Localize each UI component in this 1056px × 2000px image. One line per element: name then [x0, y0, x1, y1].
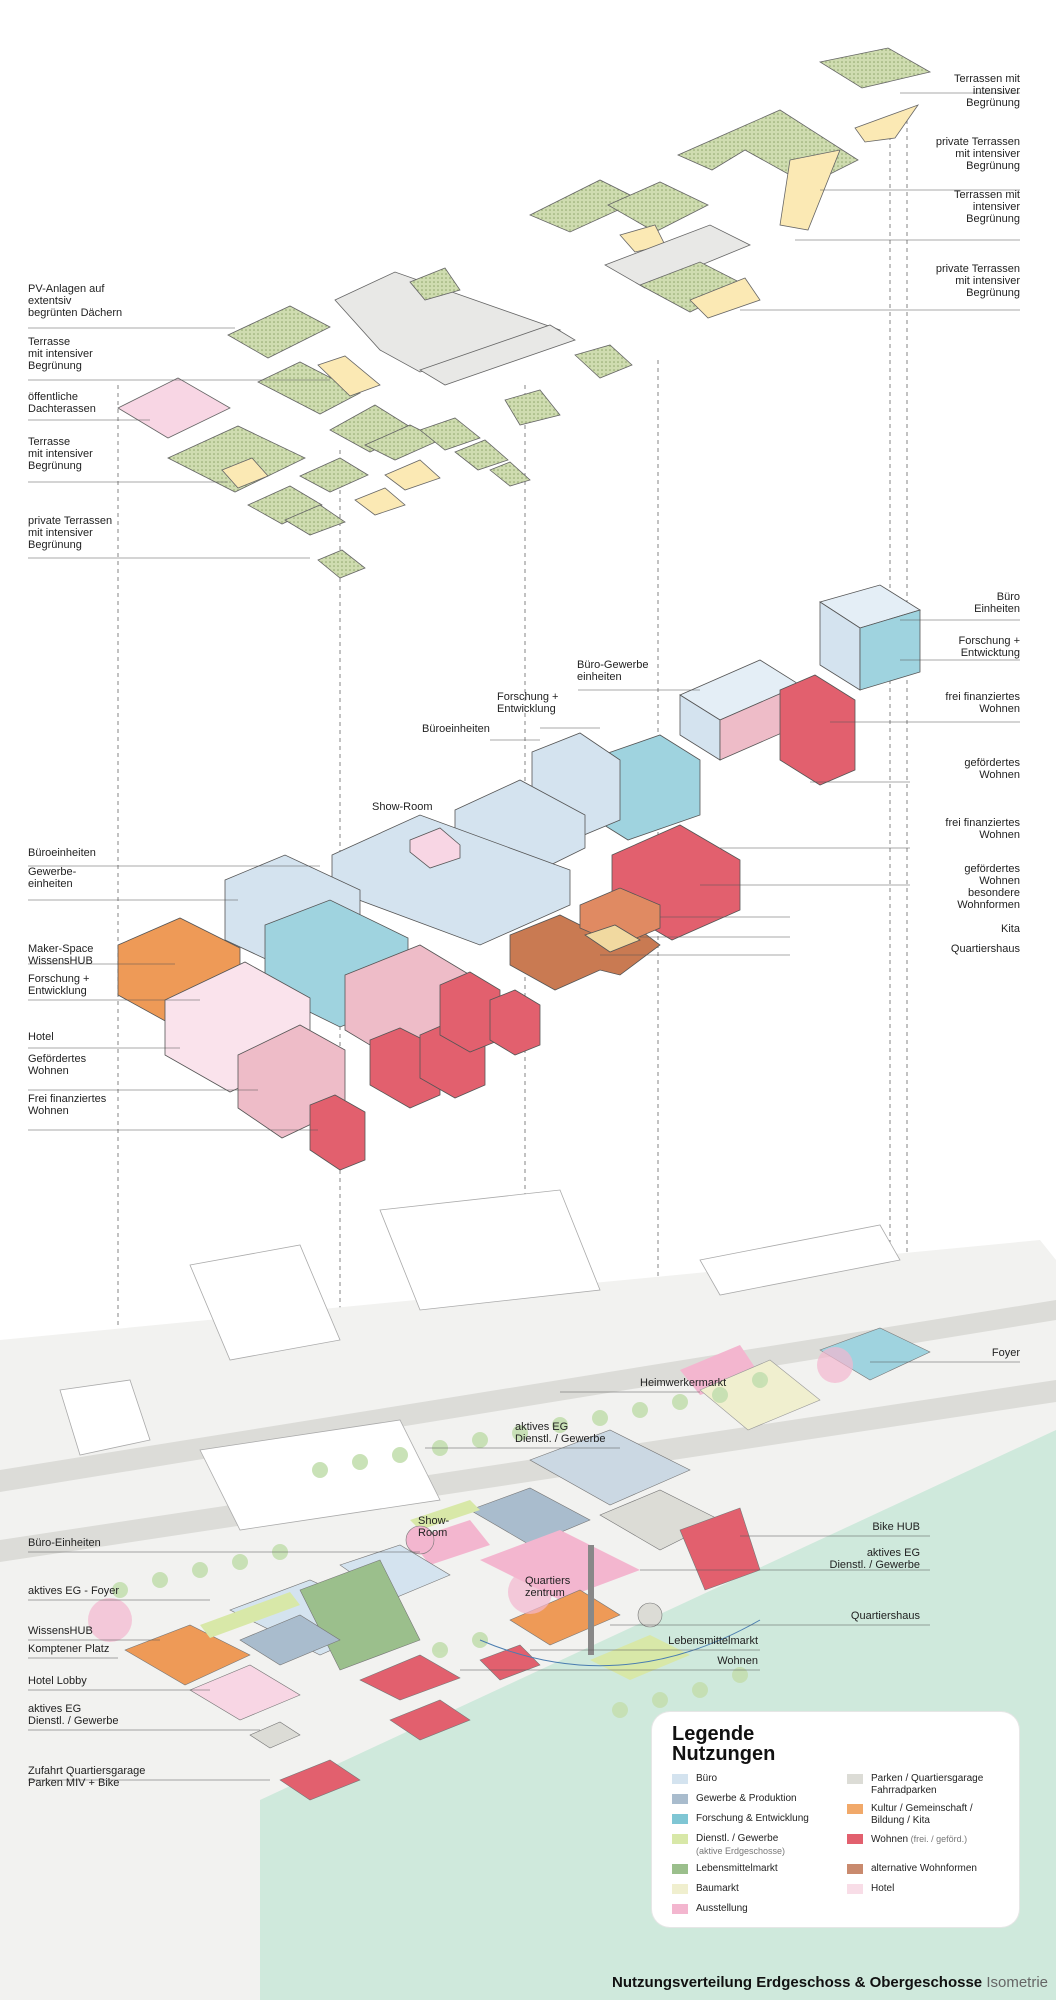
legend-title-line: Nutzungen: [672, 1743, 776, 1765]
legend-label: Wohnen (frei. / geförd.): [871, 1834, 968, 1845]
footer-caption: Nutzungsverteilung Erdgeschoss & Oberges…: [612, 1974, 1048, 1991]
legend-sublabel: (aktive Erdgeschosse): [696, 1846, 786, 1856]
upper-labels-right-8: Quartiershaus: [951, 943, 1021, 955]
roof-level: [117, 47, 932, 579]
legend-swatch: [672, 1814, 688, 1824]
ground-labels-right-0: Foyer: [992, 1347, 1020, 1359]
ground-labels-right-1: Heimwerkermarkt: [640, 1377, 726, 1389]
horizontal-leaders: [28, 92, 1020, 1781]
legend-swatch: [847, 1834, 863, 1844]
legend-label: Baumarkt: [696, 1883, 739, 1894]
legend-swatch: [847, 1864, 863, 1874]
legend-swatch: [672, 1884, 688, 1894]
ground-labels-right-3: Bike HUB: [872, 1521, 920, 1533]
upper-labels-mid-0: Show-Room: [372, 801, 433, 813]
upper-labels-left-0: Büroeinheiten: [28, 847, 96, 859]
legend-label: Lebensmittelmarkt: [696, 1863, 778, 1874]
legend-label: Hotel: [871, 1883, 895, 1894]
upper-labels-left-4: Hotel: [28, 1031, 54, 1043]
legend-label: Gewerbe & Produktion: [696, 1793, 797, 1804]
legend-label: Forschung & Entwicklung: [696, 1813, 809, 1824]
footer-title: Nutzungsverteilung Erdgeschoss & Oberges…: [612, 1974, 983, 1991]
legend-label: Ausstellung: [696, 1903, 748, 1914]
ground-labels-left-0: Büro-Einheiten: [28, 1537, 101, 1549]
ground-labels-left-3: Komptener Platz: [28, 1643, 109, 1655]
legend-label: Büro: [696, 1773, 718, 1784]
legend-label: alternative Wohnformen: [871, 1863, 977, 1874]
ground-labels-right-7: Wohnen: [717, 1655, 758, 1667]
upper-floors-level: [117, 584, 921, 1171]
upper-labels-mid-2: Forschung +Entwicklung: [497, 691, 558, 715]
legend-label: Dienstl. / Gewerbe(aktive Erdgeschosse): [696, 1833, 786, 1856]
ground-labels-left-1: aktives EG - Foyer: [28, 1585, 119, 1597]
legend-label: Kultur / Gemeinschaft /Bildung / Kita: [871, 1803, 973, 1826]
legend-swatch: [672, 1834, 688, 1844]
ground-labels-inline-0: Show-Room: [418, 1515, 450, 1539]
legend-title-line: Legende: [672, 1723, 755, 1745]
legend-swatch: [672, 1794, 688, 1804]
upper-labels-left-3: Forschung +Entwicklung: [28, 973, 89, 997]
legend-swatch: [672, 1774, 688, 1784]
upper-labels-right-1: Forschung +Entwicktung: [959, 635, 1020, 659]
ground-labels-left-4: Hotel Lobby: [28, 1675, 87, 1687]
legend-swatch: [847, 1804, 863, 1814]
legend-swatch: [847, 1774, 863, 1784]
footer-subtitle: Isometrie: [986, 1974, 1048, 1991]
legend-swatch: [672, 1904, 688, 1914]
ground-labels-right-6: Lebensmittelmarkt: [668, 1635, 758, 1647]
upper-labels-left-1: Gewerbe-einheiten: [28, 866, 77, 890]
legend-swatch: [847, 1884, 863, 1894]
upper-labels-right-7: Kita: [1001, 923, 1021, 935]
ground-labels-left-2: WissensHUB: [28, 1625, 93, 1637]
legend-sublabel: (frei. / geförd.): [908, 1834, 968, 1844]
ground-labels-right-5: Quartiershaus: [851, 1610, 921, 1622]
upper-labels-mid-1: Büroeinheiten: [422, 723, 490, 735]
legend-swatch: [672, 1864, 688, 1874]
